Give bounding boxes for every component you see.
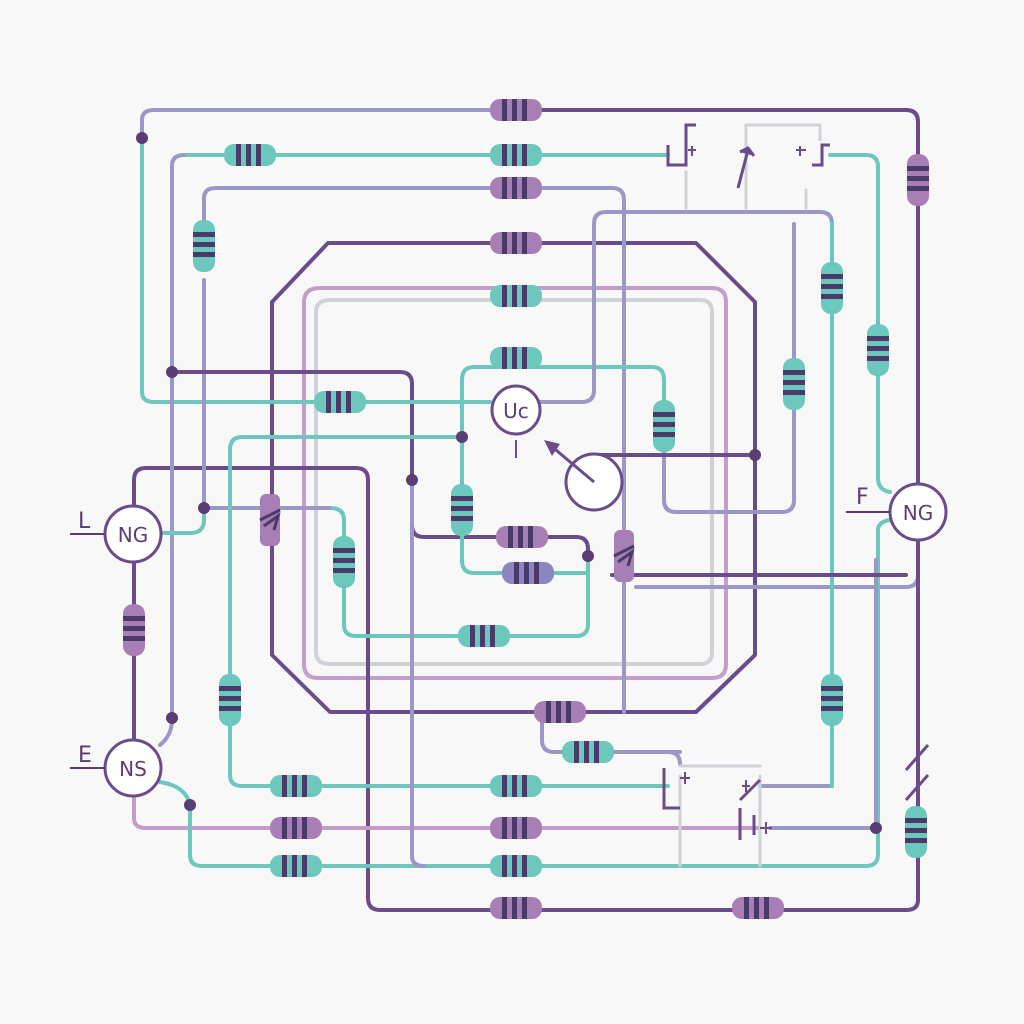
switch-icon (736, 146, 756, 189)
wire-top-teal (140, 136, 462, 404)
resistor-icon (783, 358, 805, 410)
generator-ng-right: NG (888, 482, 948, 542)
battery-icon (738, 778, 772, 840)
resistor-icon (270, 817, 322, 839)
resistor-icon (502, 562, 554, 584)
resistor-icon (314, 391, 366, 413)
switch-icon (662, 768, 690, 810)
meter-uc: Uc (490, 384, 542, 458)
resistor-icon (270, 775, 322, 797)
resistor-icon (490, 177, 542, 199)
resistor-icon (490, 775, 542, 797)
resistor-icon (490, 144, 542, 166)
resistor-icon (490, 232, 542, 254)
resistor-icon (490, 347, 542, 369)
svg-text:Uc: Uc (503, 399, 529, 423)
resistor-icon (219, 674, 241, 726)
resistor-icon (270, 855, 322, 877)
diode-icon (259, 494, 281, 546)
junctions (136, 132, 882, 834)
resistor-icon (490, 285, 542, 307)
terminal-label-f: F (856, 485, 869, 510)
wire-inner-gray-frame (314, 298, 714, 666)
switch-icon (904, 744, 930, 801)
diode-icon (613, 530, 635, 582)
resistor-icon (821, 674, 843, 726)
resistor-icon (193, 220, 215, 272)
resistor-icon (653, 400, 675, 452)
resistor-icon (562, 741, 614, 763)
resistor-icon (490, 99, 542, 121)
switch-icon (666, 123, 696, 167)
resistor-icon (821, 262, 843, 314)
resistor-icon (534, 701, 586, 723)
svg-text:NS: NS (119, 757, 147, 781)
resistor-icon (490, 897, 542, 919)
terminal-label-e: E (78, 743, 92, 768)
wire-octagon-frame (270, 241, 757, 714)
resistor-icon (123, 604, 145, 656)
switch-icon (796, 143, 830, 167)
svg-text:NG: NG (903, 501, 933, 525)
resistor-icon (732, 897, 784, 919)
resistor-icon (451, 484, 473, 536)
resistor-icon (333, 536, 355, 588)
resistor-icon (905, 806, 927, 858)
terminal-label-l: L (78, 509, 91, 534)
resistor-icon (458, 625, 510, 647)
terminal-leads (70, 511, 890, 769)
generator-ng-left: NG (103, 504, 163, 564)
generator-ns-left: NS (103, 738, 163, 798)
resistor-icon (496, 526, 548, 548)
meter-icon (544, 440, 624, 512)
resistor-icon (490, 817, 542, 839)
resistor-icon (907, 154, 929, 206)
wire-inner-pink-frame (302, 286, 728, 680)
svg-text:NG: NG (118, 523, 148, 547)
resistor-icon (867, 324, 889, 376)
resistor-icon (490, 855, 542, 877)
resistor-icon (224, 144, 276, 166)
